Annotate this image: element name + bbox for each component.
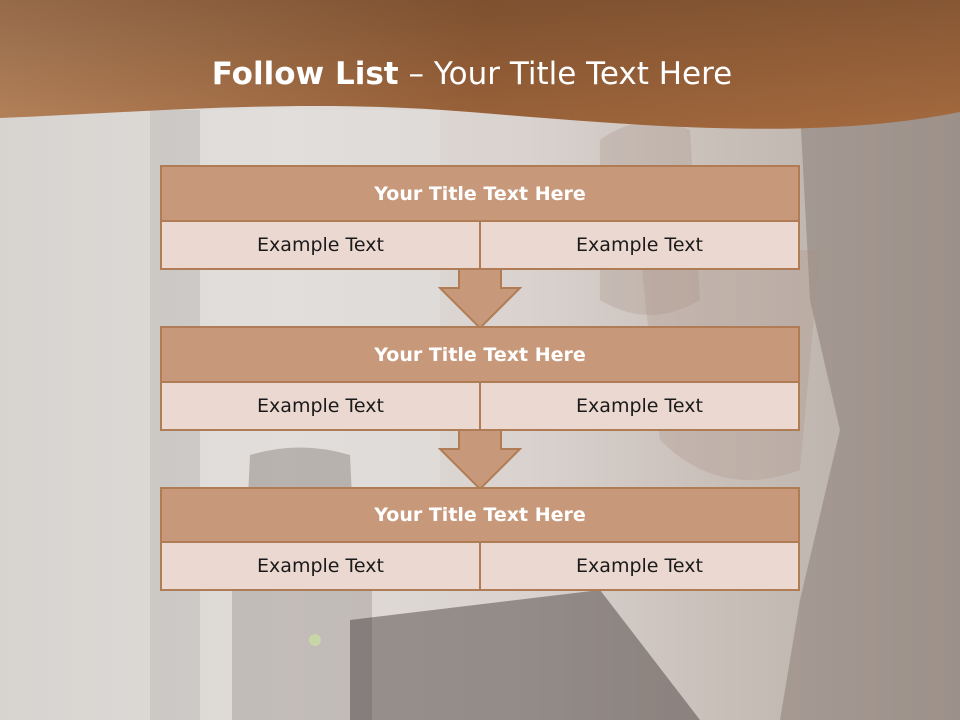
- hair-shape: [780, 110, 960, 720]
- down-arrow-2: [438, 429, 522, 491]
- block-cell-right: Example Text: [479, 220, 800, 270]
- glass-light-shape: [309, 634, 321, 646]
- list-block-1: Your Title Text Here Example Text Exampl…: [160, 165, 800, 270]
- block-cell-left: Example Text: [160, 220, 481, 270]
- glass-stem-shape: [232, 585, 372, 720]
- block-row: Example Text Example Text: [160, 220, 800, 270]
- slide-title-bold: Follow List: [211, 56, 399, 92]
- slide-title: Follow List – Your Title Text Here: [0, 56, 944, 92]
- block-title: Your Title Text Here: [160, 487, 800, 543]
- block-cell-right: Example Text: [479, 541, 800, 591]
- slide-title-rest: – Your Title Text Here: [398, 56, 733, 92]
- block-cell-left: Example Text: [160, 541, 481, 591]
- block-row: Example Text Example Text: [160, 381, 800, 431]
- list-block-3: Your Title Text Here Example Text Exampl…: [160, 487, 800, 591]
- block-title: Your Title Text Here: [160, 326, 800, 383]
- block-title: Your Title Text Here: [160, 165, 800, 222]
- header-band-shade: [0, 0, 960, 129]
- jacket-shape: [350, 590, 700, 720]
- down-arrow-1: [438, 268, 522, 330]
- block-row: Example Text Example Text: [160, 541, 800, 591]
- block-cell-left: Example Text: [160, 381, 481, 431]
- block-cell-right: Example Text: [479, 381, 800, 431]
- list-block-2: Your Title Text Here Example Text Exampl…: [160, 326, 800, 431]
